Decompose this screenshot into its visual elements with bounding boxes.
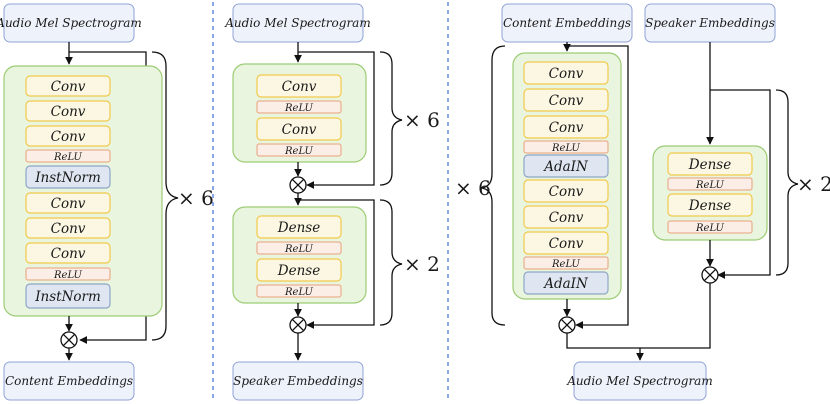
input-label: Audio Mel Spectrogram (0, 16, 142, 30)
dense-label: Dense (277, 220, 320, 236)
relu-layer (256, 143, 342, 157)
dense-layer (256, 258, 342, 282)
dense-label: Dense (688, 198, 731, 214)
relu-layer (523, 256, 609, 270)
conv-layer (25, 75, 111, 97)
conv-layer (523, 179, 609, 203)
conv-label: Conv (549, 184, 584, 200)
output-box (573, 361, 707, 401)
conv-layer (523, 231, 609, 255)
conv-label: Conv (51, 221, 86, 237)
conv-layer (25, 100, 111, 122)
relu-layer (256, 241, 342, 255)
panel-content-encoder: Audio Mel Spectrogram Conv Conv Conv ReL… (0, 3, 214, 401)
adain-label: AdaIN (542, 276, 589, 292)
conv-layer (523, 88, 609, 112)
conv-layer (523, 115, 609, 139)
dense-label: Dense (688, 157, 731, 173)
conv-label: Conv (549, 93, 584, 109)
dense-layer (667, 193, 753, 217)
conv-label: Conv (549, 120, 584, 136)
repeat-label: × 2 (797, 172, 830, 196)
conv-label: Conv (51, 104, 86, 120)
conv-label: Conv (51, 196, 86, 212)
input-label: Audio Mel Spectrogram (224, 16, 370, 30)
conv-label: Conv (51, 246, 86, 262)
relu-layer (25, 267, 111, 281)
repeat-brace (379, 51, 403, 186)
speaker-input-label: Speaker Embeddings (645, 16, 775, 30)
instnorm-layer (25, 165, 111, 189)
adain-label: AdaIN (542, 159, 589, 175)
repeat-brace (379, 199, 403, 326)
relu-label: ReLU (551, 143, 581, 154)
relu-layer (523, 140, 609, 154)
relu-label: ReLU (53, 270, 83, 281)
relu-label: ReLU (695, 180, 725, 191)
relu-label: ReLU (284, 244, 314, 255)
dense-layer (667, 152, 753, 176)
panel-speaker-encoder: Audio Mel Spectrogram Conv ReLU Conv ReL… (224, 3, 440, 401)
relu-label: ReLU (53, 152, 83, 163)
dense-layer (256, 215, 342, 239)
repeat-label: × 6 (404, 108, 440, 132)
conv-layer (523, 205, 609, 229)
output-label: Content Embeddings (5, 374, 133, 388)
output-label: Audio Mel Spectrogram (566, 374, 712, 388)
multiply-icon (289, 176, 307, 194)
instnorm-layer (25, 283, 111, 309)
dense-label: Dense (277, 263, 320, 279)
relu-label: ReLU (284, 146, 314, 157)
conv-label: Conv (549, 210, 584, 226)
relu-layer (256, 284, 342, 298)
conv-label: Conv (549, 236, 584, 252)
relu-layer (667, 177, 753, 191)
multiply-icon (558, 316, 576, 334)
adain-layer (523, 154, 609, 178)
multiply-icon (289, 316, 307, 334)
conv-layer (25, 192, 111, 214)
output-box (3, 361, 135, 401)
relu-layer (256, 100, 342, 114)
relu-label: ReLU (551, 259, 581, 270)
repeat-brace (481, 45, 506, 326)
instnorm-label: InstNorm (34, 289, 101, 305)
multiply-icon (701, 266, 719, 284)
conv-label: Conv (282, 79, 317, 95)
adain-layer (523, 271, 609, 295)
conv-layer (256, 117, 342, 141)
instnorm-label: InstNorm (34, 170, 101, 186)
conv-layer (25, 125, 111, 147)
conv-label: Conv (51, 129, 86, 145)
conv-layer (25, 217, 111, 239)
conv-layer (523, 61, 609, 85)
relu-label: ReLU (695, 223, 725, 234)
conv-layer (25, 242, 111, 264)
panel-decoder: Content Embeddings Speaker Embeddings Co… (455, 3, 830, 401)
repeat-brace (775, 89, 799, 276)
relu-layer (25, 149, 111, 163)
repeat-brace (151, 51, 179, 341)
multiply-icon (60, 331, 78, 349)
repeat-label: × 6 (178, 186, 214, 210)
conv-label: Conv (51, 79, 86, 95)
conv-label: Conv (282, 122, 317, 138)
relu-label: ReLU (284, 287, 314, 298)
repeat-label: × 2 (404, 252, 440, 276)
conv-label: Conv (549, 66, 584, 82)
relu-layer (667, 220, 753, 234)
conv-layer (256, 74, 342, 98)
repeat-label: × 6 (455, 176, 491, 200)
output-label: Speaker Embeddings (233, 374, 363, 388)
relu-label: ReLU (284, 103, 314, 114)
output-box (232, 361, 364, 401)
content-input-label: Content Embeddings (503, 16, 631, 30)
